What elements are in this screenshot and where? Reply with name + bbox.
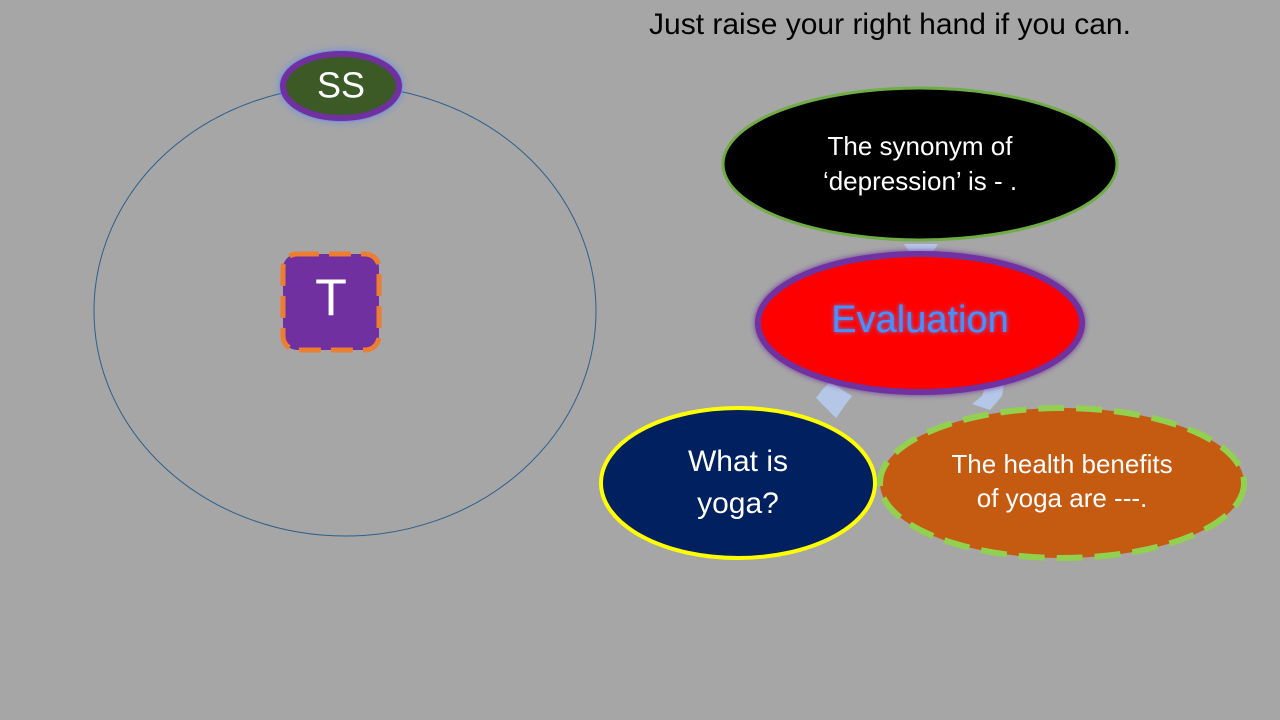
cycle-node-yoga-line-1: What is (688, 445, 788, 478)
t-node-label: T (315, 270, 347, 328)
cycle-node-benefits-shape (877, 405, 1247, 561)
cycle-node-yoga-shape (599, 406, 877, 560)
cycle-arrow-left (816, 382, 852, 418)
t-node: T (280, 251, 382, 353)
cycle-node-benefits-line-1: The health benefits (951, 449, 1172, 479)
evaluation-node-shape (755, 251, 1085, 395)
cycle-node-yoga: What is yoga? (599, 406, 877, 560)
cycle-node-synonym-line-1: The synonym of (828, 131, 1014, 161)
evaluation-node: Evaluation (755, 251, 1085, 395)
cycle-arrow-right (972, 384, 1004, 410)
cycle-node-synonym-shape (721, 86, 1119, 242)
t-node-shape (280, 251, 382, 353)
ss-node: SS (279, 50, 403, 122)
instruction-text: Just raise your right hand if you can. (649, 8, 1131, 41)
ss-node-label: SS (317, 65, 365, 106)
cycle-node-benefits: The health benefits of yoga are ---. (877, 405, 1247, 561)
ss-node-shape (280, 51, 402, 121)
cycle-node-synonym: The synonym of ‘depression’ is - . (721, 86, 1119, 242)
cycle-node-synonym-line-2: ‘depression’ is - . (823, 166, 1017, 196)
cycle-node-benefits-line-2: of yoga are ---. (977, 483, 1148, 513)
evaluation-node-label: Evaluation (831, 299, 1008, 341)
cycle-node-yoga-line-2: yoga? (697, 487, 779, 520)
